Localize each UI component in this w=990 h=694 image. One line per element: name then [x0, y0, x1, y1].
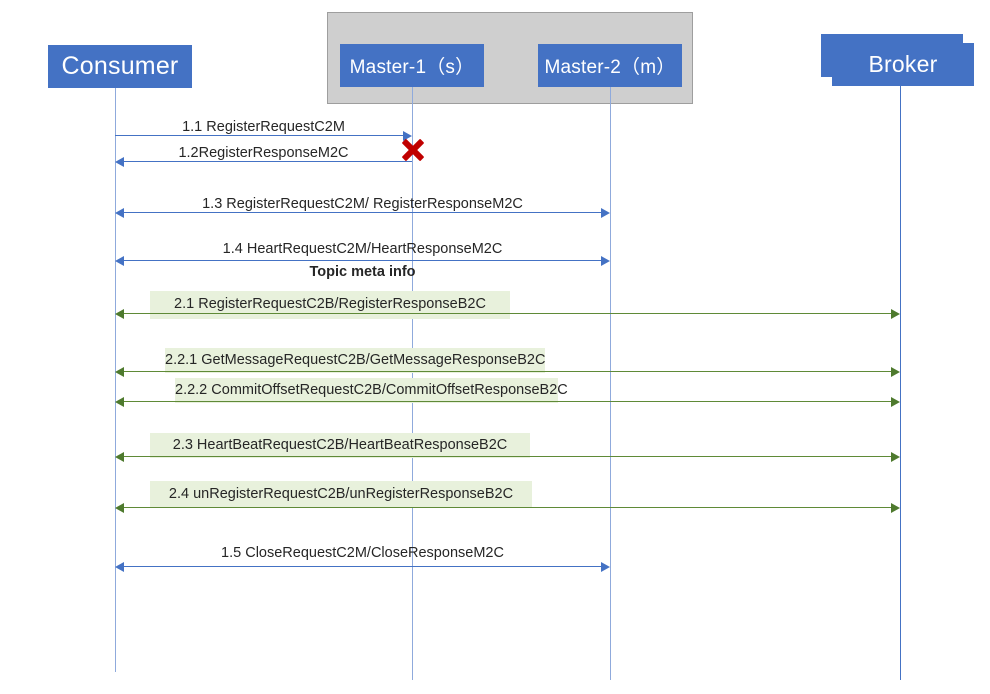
participant-broker[interactable]: Broker — [832, 43, 974, 86]
message-label-2-2-2: 2.2.2 CommitOffsetRequestC2B/CommitOffse… — [175, 382, 568, 398]
lifeline-broker — [900, 86, 901, 680]
arrowhead-right-1-4 — [601, 256, 610, 266]
message-label-2-4: 2.4 unRegisterRequestC2B/unRegisterRespo… — [168, 486, 514, 502]
lifeline-consumer — [115, 87, 116, 672]
message-plate-2-4 — [150, 481, 532, 507]
red-x-icon — [398, 135, 428, 165]
participant-consumer-label: Consumer — [61, 52, 179, 80]
participant-consumer[interactable]: Consumer — [48, 45, 192, 88]
message-label-1-4: 1.4 HeartRequestC2M/HeartResponseM2C — [222, 241, 503, 257]
message-arrow-1-3 — [124, 212, 602, 213]
participant-master2-label: Master-2（m） — [544, 57, 676, 78]
message-label-2-2-1: 2.2.1 GetMessageRequestC2B/GetMessageRes… — [165, 352, 546, 368]
message-arrow-1-1 — [115, 135, 403, 136]
message-arrow-2-2-2 — [124, 401, 891, 402]
arrowhead-right-2-2-1 — [891, 367, 900, 377]
arrowhead-left-2-2-2 — [115, 397, 124, 407]
message-plate-2-3 — [150, 433, 530, 458]
message-arrow-1-4 — [124, 260, 602, 261]
arrowhead-left-2-3 — [115, 452, 124, 462]
arrowhead-right-1-1 — [403, 131, 412, 141]
arrowhead-right-2-1 — [891, 309, 900, 319]
arrowhead-left-1-5 — [115, 562, 124, 572]
arrowhead-right-2-4 — [891, 503, 900, 513]
message-arrow-2-2-1 — [124, 371, 891, 372]
arrowhead-left-1-2 — [115, 157, 124, 167]
message-plate-2-2-1 — [165, 348, 545, 373]
message-label-1-5: 1.5 CloseRequestC2M/CloseResponseM2C — [221, 545, 504, 561]
message-label-1-3: 1.3 RegisterRequestC2M/ RegisterResponse… — [202, 196, 523, 212]
arrowhead-right-1-3 — [601, 208, 610, 218]
arrowhead-right-2-2-2 — [891, 397, 900, 407]
arrowhead-right-1-5 — [601, 562, 610, 572]
arrowhead-left-2-4 — [115, 503, 124, 513]
message-label-1-2: 1.2RegisterResponseM2C — [178, 145, 349, 161]
participant-broker-label: Broker — [868, 51, 938, 77]
message-arrow-2-1 — [124, 313, 891, 314]
arrowhead-left-2-1 — [115, 309, 124, 319]
message-label-1-1: 1.1 RegisterRequestC2M — [182, 119, 345, 135]
message-plate-2-1 — [150, 291, 510, 319]
participant-master2[interactable]: Master-2（m） — [538, 44, 682, 87]
participant-master1[interactable]: Master-1（s） — [340, 44, 484, 87]
arrowhead-left-1-3 — [115, 208, 124, 218]
arrowhead-left-1-4 — [115, 256, 124, 266]
note-topic-meta-info: Topic meta info — [309, 264, 416, 280]
message-arrow-2-3 — [124, 456, 891, 457]
arrowhead-right-2-3 — [891, 452, 900, 462]
message-arrow-2-4 — [124, 507, 891, 508]
participant-master1-label: Master-1（s） — [349, 57, 475, 78]
message-plate-2-2-2 — [175, 378, 558, 403]
message-label-2-3: 2.3 HeartBeatRequestC2B/HeartBeatRespons… — [172, 437, 508, 453]
message-label-2-1: 2.1 RegisterRequestC2B/RegisterResponseB… — [174, 296, 486, 312]
message-arrow-1-5 — [124, 566, 602, 567]
lifeline-master2 — [610, 87, 611, 680]
arrowhead-left-2-2-1 — [115, 367, 124, 377]
message-arrow-1-2 — [124, 161, 412, 162]
